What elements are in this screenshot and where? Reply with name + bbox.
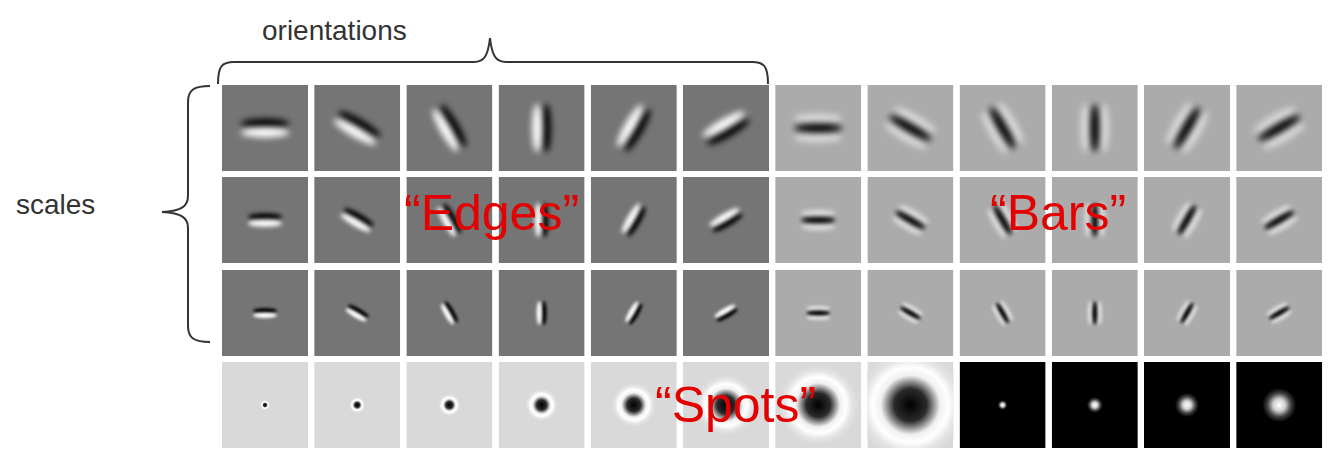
log-spot-filter xyxy=(222,362,308,448)
tile-ground xyxy=(775,177,861,263)
edge-filter xyxy=(406,270,492,356)
bar-filter xyxy=(867,177,953,263)
gaussian-spot-filter xyxy=(1052,362,1138,448)
edge-filter xyxy=(591,177,677,263)
bar-filter xyxy=(1236,270,1322,356)
tile-ground xyxy=(1144,177,1230,263)
bar-filter xyxy=(1236,177,1322,263)
tile-ground xyxy=(314,362,400,448)
bar-filter xyxy=(1144,270,1230,356)
edge-filter xyxy=(683,177,769,263)
tile-ground xyxy=(867,177,953,263)
bar-filter xyxy=(867,85,953,171)
bar-filter xyxy=(1144,85,1230,171)
group-label: “Spots” xyxy=(655,378,816,433)
tile-ground xyxy=(683,85,769,171)
tile-ground xyxy=(1236,177,1322,263)
edge-filter xyxy=(683,85,769,171)
bar-filter xyxy=(775,177,861,263)
bar-filter xyxy=(775,85,861,171)
edge-filter xyxy=(683,270,769,356)
orientations-label: orientations xyxy=(262,16,407,47)
tile-ground xyxy=(1052,85,1138,171)
edge-filter xyxy=(222,85,308,171)
tile-ground xyxy=(960,85,1046,171)
edge-filter xyxy=(222,270,308,356)
edge-filter xyxy=(314,85,400,171)
scale-brace xyxy=(162,86,210,342)
tile-ground xyxy=(775,270,861,356)
scales-label: scales xyxy=(16,190,95,221)
tile-ground xyxy=(222,362,308,448)
edge-filter xyxy=(314,270,400,356)
edge-filter xyxy=(499,270,585,356)
tile-ground xyxy=(499,270,585,356)
tile-ground xyxy=(499,85,585,171)
edge-filter xyxy=(222,177,308,263)
tile-ground xyxy=(314,270,400,356)
tile-ground xyxy=(867,270,953,356)
log-spot-filter xyxy=(499,362,585,448)
tile-ground xyxy=(314,85,400,171)
tile-ground xyxy=(222,85,308,171)
log-spot-filter xyxy=(856,351,964,452)
edge-filter xyxy=(591,270,677,356)
bar-filter xyxy=(1144,177,1230,263)
tile-ground xyxy=(960,362,1046,448)
gaussian-spot-filter xyxy=(960,362,1046,448)
tile-ground xyxy=(1236,362,1322,448)
edge-filter xyxy=(314,177,400,263)
tile-ground xyxy=(499,362,585,448)
bar-filter xyxy=(1052,270,1138,356)
tile-ground xyxy=(683,270,769,356)
edge-filter xyxy=(591,85,677,171)
group-label: “Bars” xyxy=(990,186,1126,241)
tile-ground xyxy=(406,270,492,356)
log-spot-filter xyxy=(406,362,492,448)
bar-filter xyxy=(867,270,953,356)
tile-ground xyxy=(1144,362,1230,448)
tile-ground xyxy=(1236,85,1322,171)
log-spot-filter xyxy=(314,362,400,448)
tile-ground xyxy=(314,177,400,263)
tile-ground xyxy=(406,85,492,171)
edge-filter xyxy=(499,85,585,171)
tile-ground xyxy=(1052,270,1138,356)
tile-ground xyxy=(222,177,308,263)
tile-ground xyxy=(1236,270,1322,356)
bar-filter xyxy=(960,85,1046,171)
edge-filter xyxy=(406,85,492,171)
gaussian-spot-filter xyxy=(1144,362,1230,448)
tile-ground xyxy=(775,85,861,171)
gaussian-spot-filter xyxy=(1236,362,1322,448)
tile-ground xyxy=(1144,85,1230,171)
group-label: “Edges” xyxy=(404,186,579,241)
tile-ground xyxy=(591,85,677,171)
bar-filter xyxy=(1052,85,1138,171)
tile-ground xyxy=(591,270,677,356)
bar-filter xyxy=(775,270,861,356)
tile-ground xyxy=(960,270,1046,356)
tile-ground xyxy=(222,270,308,356)
tile-ground xyxy=(1052,362,1138,448)
tile-ground xyxy=(867,85,953,171)
tile-ground xyxy=(1144,270,1230,356)
tile-ground xyxy=(683,177,769,263)
tile-ground xyxy=(591,177,677,263)
bar-filter xyxy=(1236,85,1322,171)
bar-filter xyxy=(960,270,1046,356)
tile-ground xyxy=(406,362,492,448)
